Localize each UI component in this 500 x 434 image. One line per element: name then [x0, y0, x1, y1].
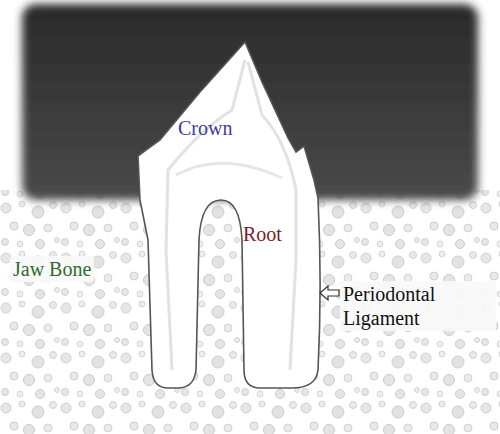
part-label: Crown	[178, 116, 232, 140]
pulp-line	[176, 163, 282, 178]
part-label: Jaw Bone	[10, 256, 94, 282]
pulp-line	[248, 62, 296, 370]
part-label: Periodontal Ligament	[340, 281, 496, 331]
part-label: Root	[243, 222, 282, 246]
pointer-arrow	[320, 286, 339, 300]
tooth-outline	[138, 42, 320, 388]
pulp-line	[166, 60, 245, 370]
